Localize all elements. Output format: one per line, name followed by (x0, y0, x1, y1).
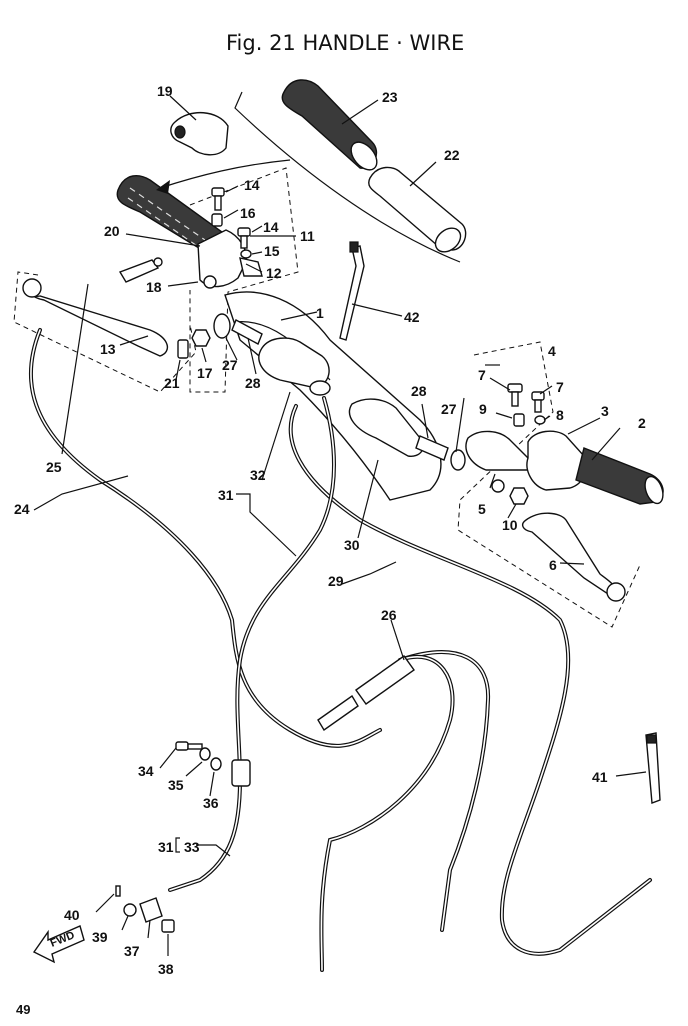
part-label-20: 20 (104, 223, 120, 239)
grip-assembly-arrow (159, 159, 291, 189)
part-label-9: 9 (479, 401, 487, 417)
grip-reference-curve (234, 91, 461, 263)
adjuster-27-left (213, 313, 231, 339)
right-lever-holder (348, 398, 531, 493)
nut-10 (509, 487, 529, 505)
part-number-labels: 1 2 3 4 5 6 7 7 8 9 10 11 12 13 14 14 15… (14, 83, 646, 977)
part-label-39: 39 (92, 929, 108, 945)
nut-17 (191, 329, 211, 347)
part-label-28-right: 28 (411, 383, 427, 399)
page-number: 49 (16, 1002, 30, 1017)
figure-title: Fig. 21 HANDLE · WIRE (226, 31, 464, 55)
part-label-10: 10 (502, 517, 518, 533)
part-label-8: 8 (556, 407, 564, 423)
cable-band-41 (645, 732, 661, 804)
part-label-15: 15 (264, 243, 280, 259)
part-label-40: 40 (64, 907, 80, 923)
cable-adjuster-left (118, 257, 163, 283)
pin-40 (115, 885, 121, 897)
cable-24-25 (28, 328, 382, 748)
part-label-19: 19 (157, 83, 173, 99)
bolt-14-upper (211, 187, 225, 211)
part-label-37: 37 (124, 943, 140, 959)
part-label-28-left: 28 (245, 375, 261, 391)
part-label-34: 34 (138, 763, 154, 779)
part-label-38: 38 (158, 961, 174, 977)
collar-16 (211, 213, 223, 227)
part-label-2: 2 (638, 415, 646, 431)
cable-29 (288, 404, 652, 956)
cable-joint-33 (231, 759, 251, 787)
group-outline-left-holder (189, 167, 299, 393)
part-label-41: 41 (592, 769, 608, 785)
part-label-17: 17 (197, 365, 213, 381)
part-label-3: 3 (601, 403, 609, 419)
part-label-6: 6 (549, 557, 557, 573)
cable-31-32 (168, 396, 336, 892)
part-label-30: 30 (344, 537, 360, 553)
part-label-18: 18 (146, 279, 162, 295)
part-label-14-upper: 14 (244, 177, 260, 193)
throttle-cap-part (170, 111, 229, 156)
washer-36 (210, 757, 222, 771)
washer-39 (123, 903, 137, 917)
part-label-23: 23 (382, 89, 398, 105)
throttle-housing (258, 337, 331, 396)
fwd-direction-arrow: FWD (32, 925, 85, 964)
part-label-5: 5 (478, 501, 486, 517)
group-outline-left-lever (13, 271, 197, 393)
cable-26 (319, 650, 491, 972)
right-lever-6 (521, 512, 626, 602)
washer-35 (199, 747, 211, 761)
part-label-26: 26 (381, 607, 397, 623)
bolt-34 (175, 741, 203, 751)
adjuster-28-left (231, 319, 263, 345)
washer-15 (240, 249, 252, 259)
part-label-21: 21 (164, 375, 180, 391)
part-label-7-right: 7 (556, 379, 564, 395)
bolt-14-lower (237, 227, 251, 249)
part-label-31-lower: 31 (158, 839, 174, 855)
part-label-36: 36 (203, 795, 219, 811)
part-label-16: 16 (240, 205, 256, 221)
bolt-21 (177, 339, 189, 359)
part-label-4: 4 (548, 343, 556, 359)
part-label-14-lower: 14 (263, 219, 279, 235)
grip-part-23 (281, 79, 378, 171)
part-label-33: 33 (184, 839, 200, 855)
part-label-25: 25 (46, 459, 62, 475)
cable-joint-26 (317, 655, 415, 732)
bolt-7-right (531, 391, 545, 413)
left-lever-13 (22, 278, 169, 357)
group-outline-right-assembly (457, 341, 641, 628)
part-label-24: 24 (14, 501, 30, 517)
part-label-29: 29 (328, 573, 344, 589)
part-label-27-right: 27 (441, 401, 457, 417)
left-lever-holder (197, 229, 263, 289)
bracket-31-33 (175, 837, 180, 853)
part-label-42: 42 (404, 309, 420, 325)
grip-assembly-arrowhead (156, 180, 170, 194)
part-label-27-left: 27 (222, 357, 238, 373)
clevis-37 (139, 897, 163, 923)
right-grip-2 (575, 447, 664, 505)
part-label-1: 1 (316, 305, 324, 321)
cable-band-42 (339, 241, 365, 341)
part-label-7-left: 7 (478, 367, 486, 383)
part-label-22: 22 (444, 147, 460, 163)
throttle-tube-part (368, 166, 467, 253)
pin-38 (161, 919, 175, 933)
part-label-13: 13 (100, 341, 116, 357)
part-label-11: 11 (300, 228, 315, 244)
washer-8 (534, 415, 546, 425)
collar-9 (513, 413, 525, 427)
part-label-12: 12 (266, 265, 282, 281)
bolt-7-left (507, 383, 523, 407)
part-label-32: 32 (250, 467, 266, 483)
leader-lines (33, 95, 647, 956)
part-label-35: 35 (168, 777, 184, 793)
part-label-31-upper: 31 (218, 487, 234, 503)
